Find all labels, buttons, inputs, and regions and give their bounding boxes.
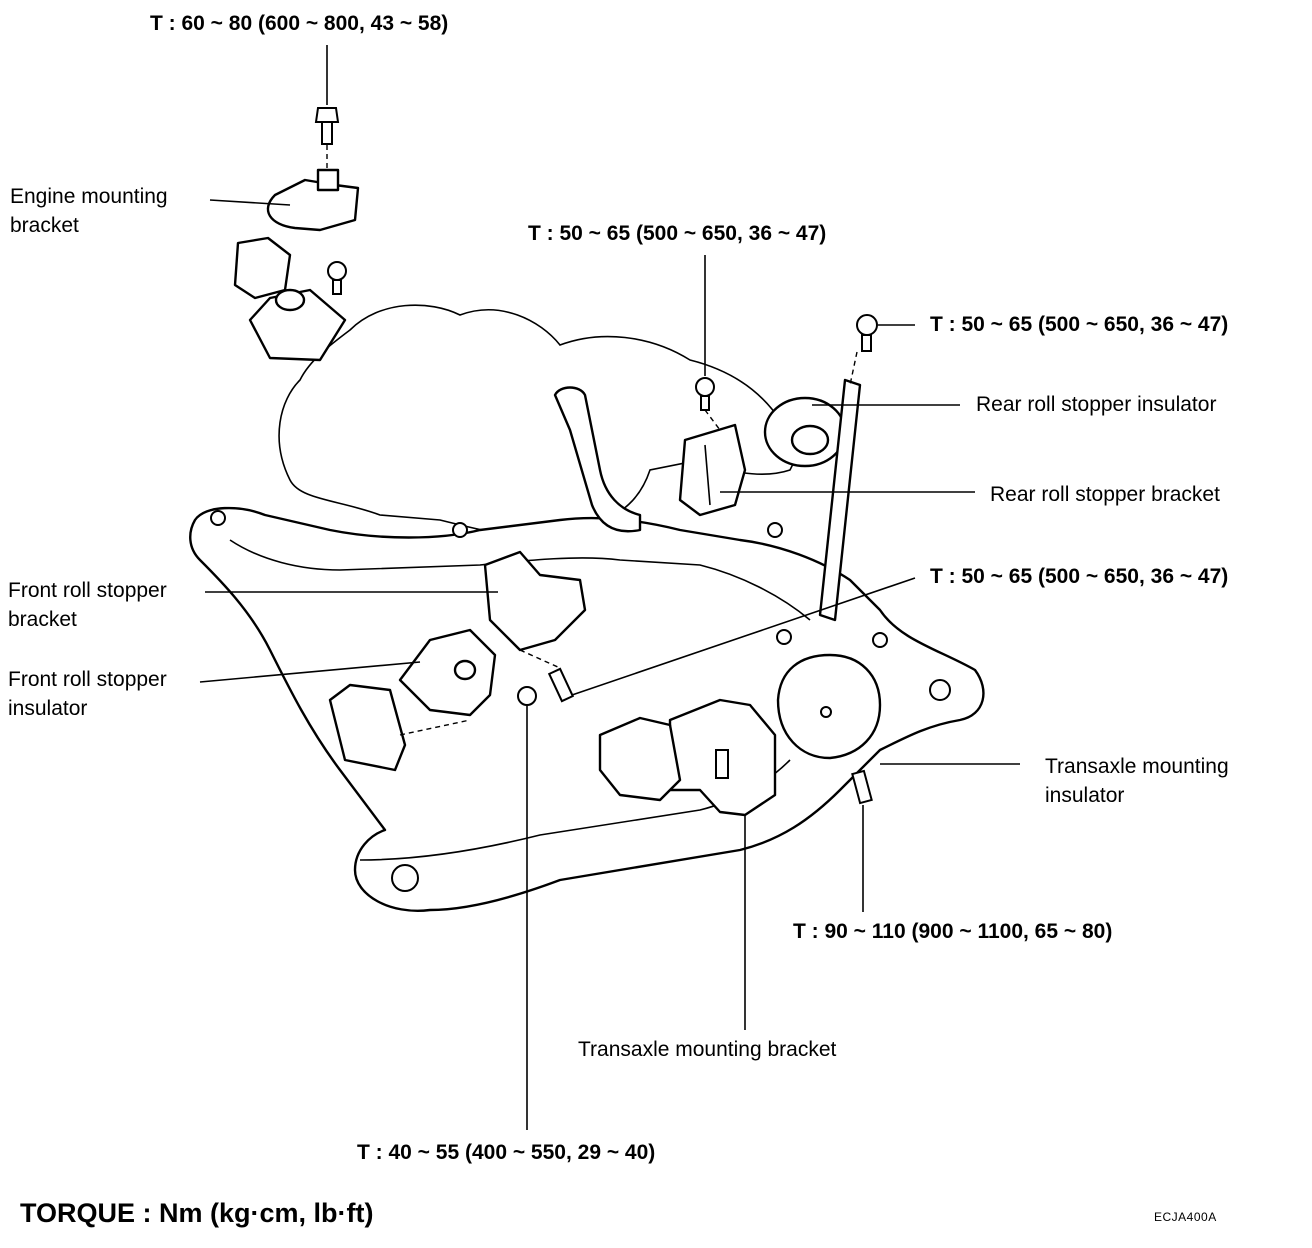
- alignment-line: [849, 351, 858, 386]
- front-stopper-bolt-icon: [547, 667, 575, 703]
- leader-front-stopper-bolt: [571, 577, 916, 696]
- label-line: Front roll stopper: [8, 668, 167, 691]
- alignment-line: [704, 409, 721, 431]
- subframe-hole-front: [391, 864, 419, 892]
- label-line: bracket: [10, 214, 79, 237]
- front-roll-stopper-bracket: [483, 550, 587, 652]
- transaxle-bracket-arm: [598, 716, 682, 802]
- engine-mount-stud: [316, 168, 340, 192]
- torque-rear-insulator-bolt: T : 50 ~ 65 (500 ~ 650, 36 ~ 47): [930, 313, 1229, 336]
- nut-icon: [767, 522, 783, 538]
- subframe-hole-left: [210, 510, 226, 526]
- label-transaxle-mounting-insulator: Transaxle mounting insulator: [1045, 752, 1229, 810]
- label-front-roll-stopper-bracket: Front roll stopper bracket: [8, 576, 167, 634]
- nut-icon: [776, 629, 792, 645]
- rear-insulator-bolt-icon: [856, 314, 878, 352]
- torque-transaxle-insulator-bolt: T : 90 ~ 110 (900 ~ 1100, 65 ~ 80): [793, 920, 1113, 943]
- torque-rear-bracket-bolt: T : 50 ~ 65 (500 ~ 650, 36 ~ 47): [528, 222, 827, 245]
- label-transaxle-mounting-bracket: Transaxle mounting bracket: [578, 1038, 837, 1061]
- label-rear-roll-stopper-bracket: Rear roll stopper bracket: [990, 483, 1220, 506]
- label-rear-roll-stopper-insulator: Rear roll stopper insulator: [976, 393, 1217, 416]
- rear-stopper-arm: [818, 378, 862, 622]
- engine-bracket-bolt-icon: [314, 107, 340, 145]
- label-front-roll-stopper-insulator: Front roll stopper insulator: [8, 665, 167, 723]
- label-line: Transaxle mounting: [1045, 755, 1229, 778]
- crossmember: [553, 386, 642, 533]
- torque-units-legend: TORQUE : Nm (kg·cm, lb·ft): [20, 1198, 374, 1228]
- leader-engine-bracket: [209, 199, 291, 206]
- engine-insulator-bolt-icon: [327, 261, 347, 295]
- nut-icon: [872, 632, 888, 648]
- label-line: insulator: [8, 697, 88, 720]
- rear-roll-stopper-insulator-eye: [790, 424, 830, 456]
- engine-mount-block: [233, 236, 292, 300]
- rear-bracket-bolt-icon: [695, 377, 715, 411]
- front-stopper-plate: [328, 683, 407, 772]
- alignment-line: [399, 719, 471, 736]
- label-line: insulator: [1045, 784, 1125, 807]
- label-engine-mounting-bracket: Engine mounting bracket: [10, 182, 168, 240]
- torque-front-stopper-bolt: T : 50 ~ 65 (500 ~ 650, 36 ~ 47): [930, 565, 1229, 588]
- label-line: Engine mounting: [10, 185, 168, 208]
- subframe-hole-rear: [929, 679, 951, 701]
- transaxle-bracket-bolt-icon: [715, 749, 729, 779]
- leader-front-insulator: [199, 661, 421, 683]
- alignment-line: [519, 649, 561, 669]
- label-line: bracket: [8, 608, 77, 631]
- engine-mount-insulator: [248, 288, 347, 362]
- figure-code: ECJA400A: [1154, 1210, 1217, 1224]
- label-line: Front roll stopper: [8, 579, 167, 602]
- front-roll-stopper-insulator: [398, 628, 497, 717]
- transaxle-insulator-center: [820, 706, 832, 718]
- rear-roll-stopper-bracket: [678, 423, 747, 517]
- front-insulator-bolt-icon: [517, 686, 537, 706]
- engine-mount-insulator-top: [274, 288, 306, 312]
- front-roll-stopper-insulator-eye: [453, 659, 477, 681]
- rear-roll-stopper-bracket-flange: [704, 444, 711, 506]
- transaxle-insulator-bolt-icon: [851, 769, 873, 805]
- transaxle-mounting-insulator: [776, 653, 882, 760]
- torque-front-insulator-bolt: T : 40 ~ 55 (400 ~ 550, 29 ~ 40): [357, 1141, 656, 1164]
- subframe: [189, 506, 985, 912]
- nut-icon: [452, 522, 468, 538]
- torque-engine-bracket-bolt: T : 60 ~ 80 (600 ~ 800, 43 ~ 58): [150, 12, 449, 35]
